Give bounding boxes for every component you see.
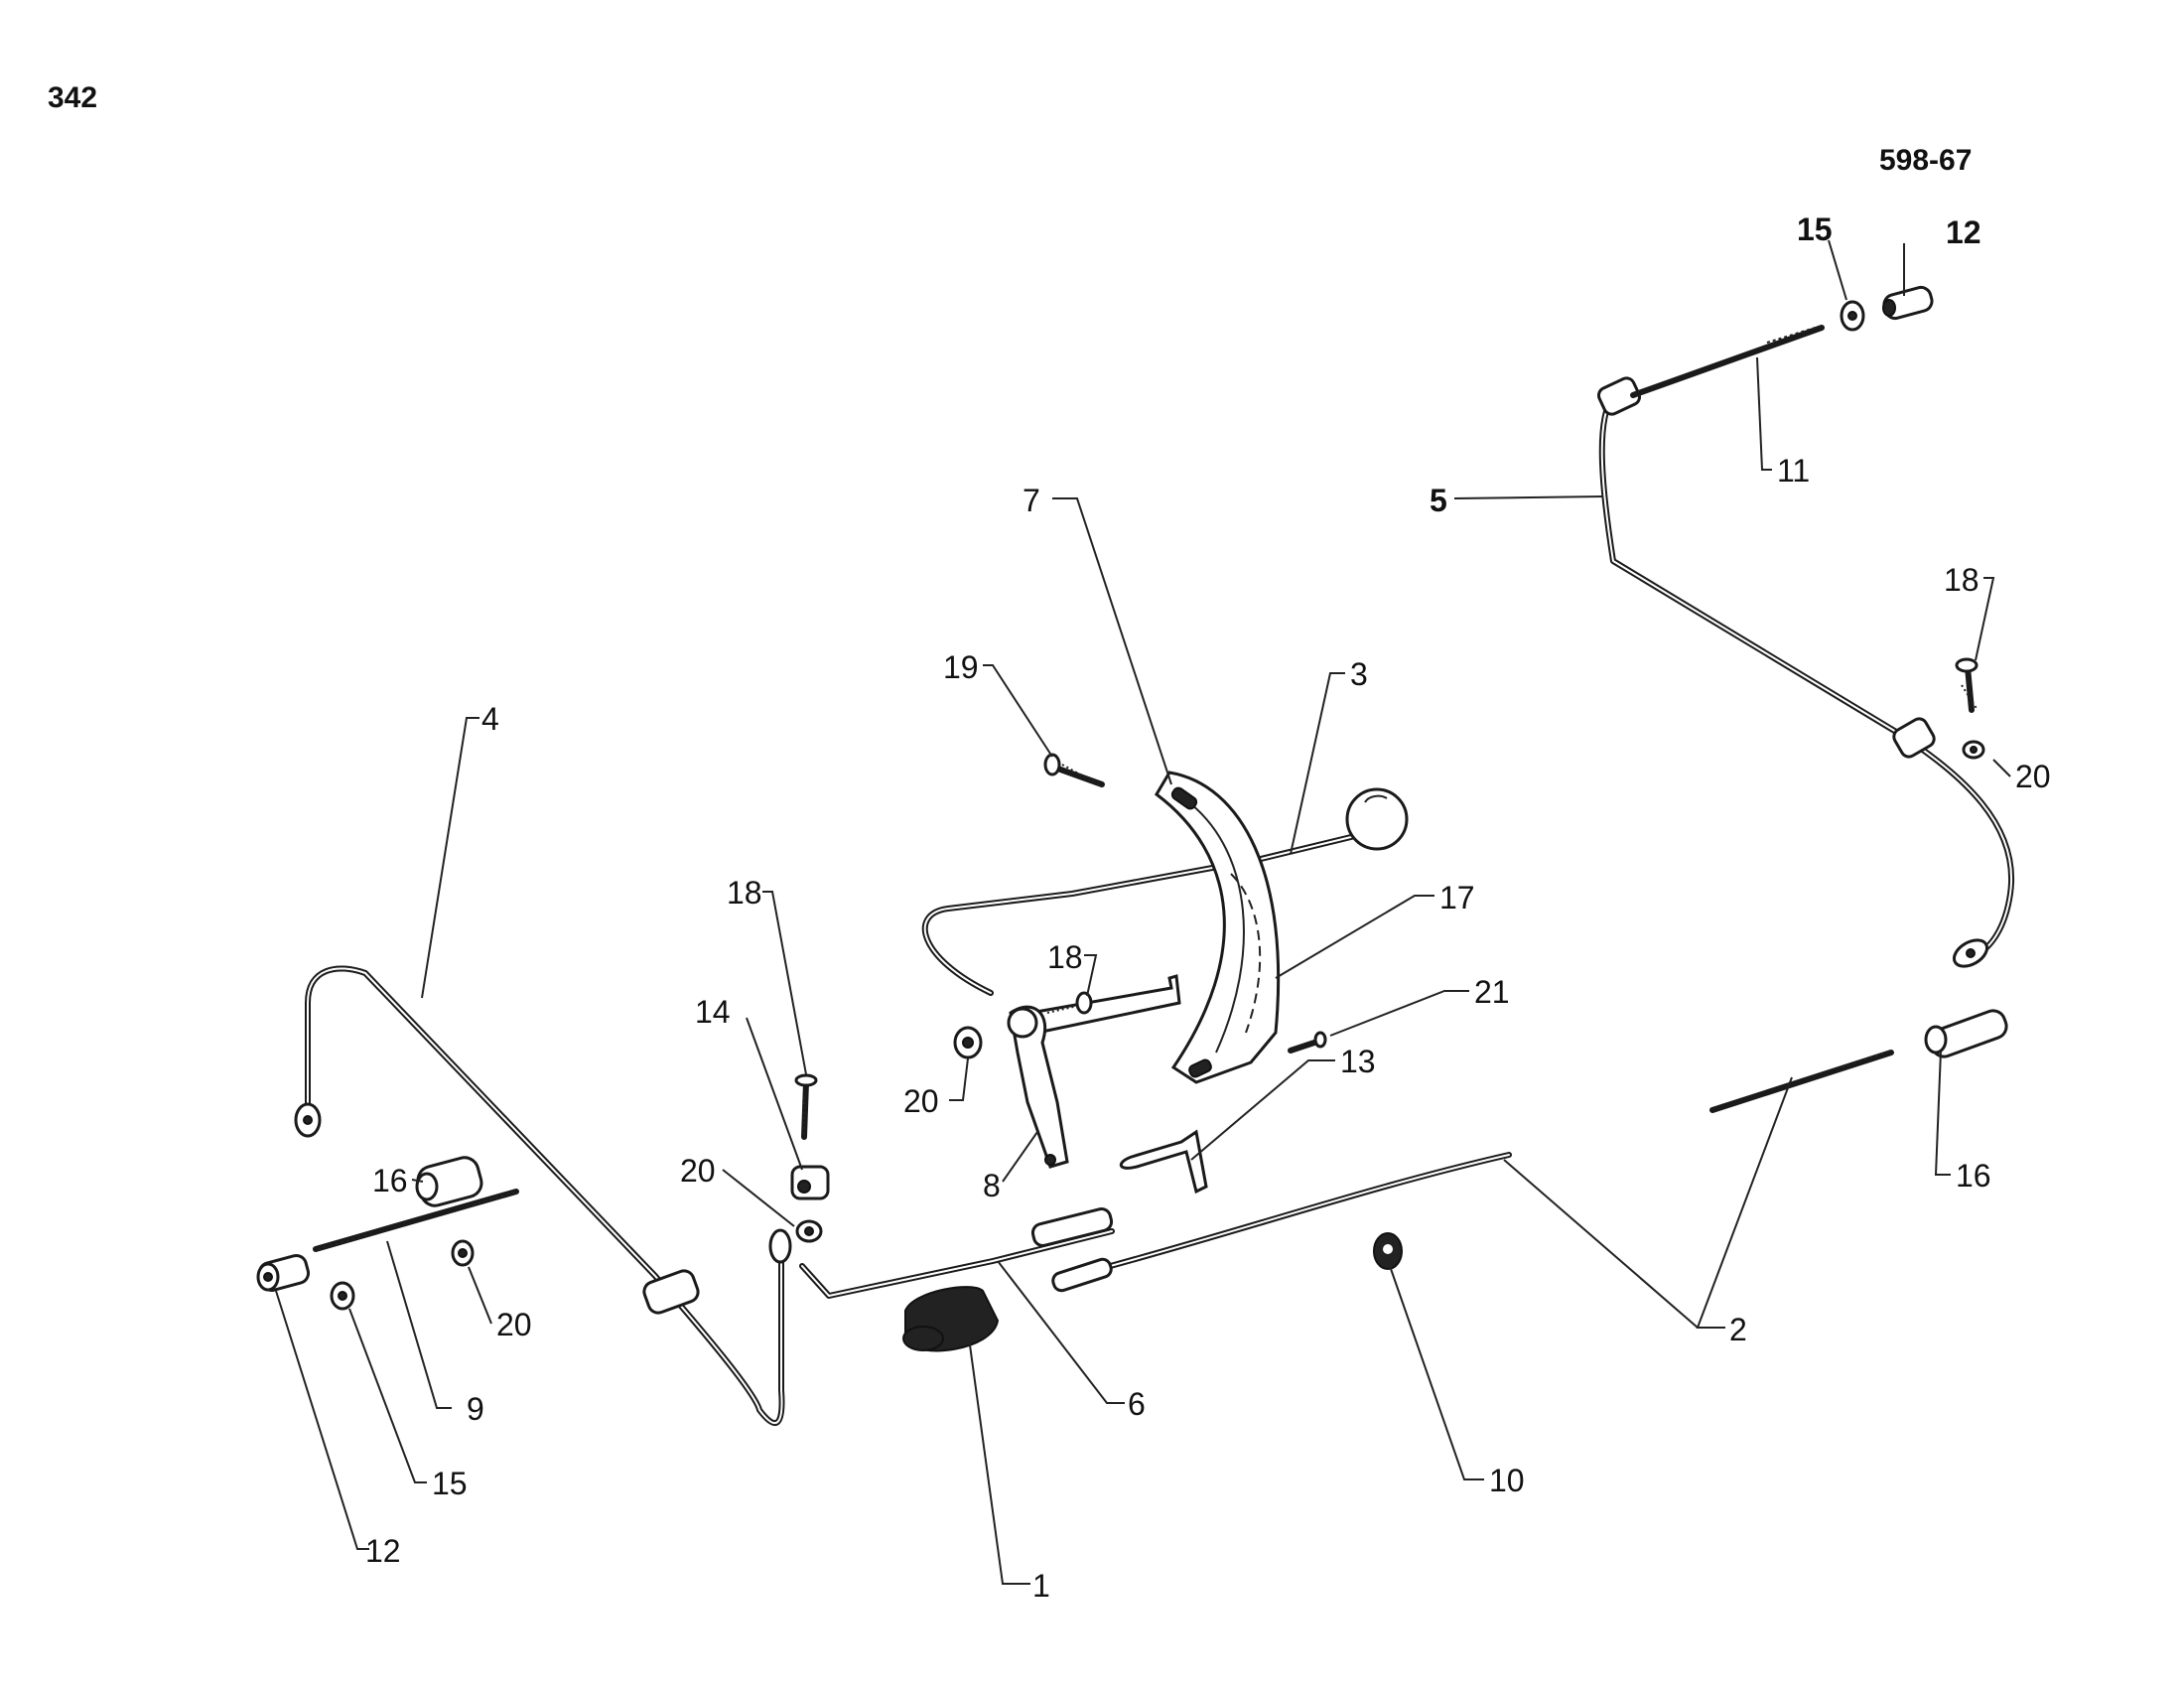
callout-2: 2	[1729, 1312, 1747, 1347]
part-15-nut-left	[330, 1281, 355, 1311]
callout-20-left: 20	[496, 1307, 532, 1342]
callout-10: 10	[1489, 1463, 1525, 1498]
part-18-screw-middle	[1046, 991, 1093, 1015]
part-5-rod	[1596, 376, 2015, 968]
callout-6: 6	[1128, 1386, 1146, 1422]
part-20-washer-right	[1962, 740, 1985, 760]
page-number: 342	[48, 81, 98, 114]
part-19-screw	[1043, 753, 1105, 787]
part-21-screw	[1288, 1031, 1327, 1054]
part-15-nut-top	[1840, 300, 1865, 332]
part-20-washer-left-middle	[795, 1219, 823, 1243]
part-11-threaded-rod	[1630, 325, 1825, 398]
callout-17: 17	[1439, 880, 1475, 915]
callout-15-top: 15	[1797, 211, 1833, 247]
leader-lines	[275, 239, 2011, 1585]
part-2-rods	[1051, 1050, 1894, 1293]
callout-3: 3	[1350, 656, 1368, 692]
part-9-threaded-rod	[313, 1189, 519, 1252]
callout-18-right: 18	[1944, 562, 1979, 598]
part-20-nut-middle	[953, 1026, 983, 1059]
callout-labels: 1 2 3 4 5 6 7 8 9 10 11 12 12 13 14 15 1…	[365, 211, 2051, 1604]
part-1-rubber-boot	[902, 1286, 1000, 1352]
callout-8: 8	[983, 1168, 1001, 1203]
part-8-selector-lever	[1007, 974, 1181, 1169]
callout-16-right: 16	[1956, 1158, 1991, 1194]
part-18-screw-right	[1955, 657, 1979, 713]
callout-20-right: 20	[2015, 759, 2051, 794]
part-6-rod	[799, 1207, 1115, 1299]
part-3-gear-lever	[921, 787, 1409, 996]
callout-16-left: 16	[372, 1163, 408, 1198]
callout-20-left-middle: 20	[680, 1153, 716, 1189]
callout-19: 19	[943, 649, 979, 685]
part-17-gate-guide	[1230, 873, 1262, 1034]
part-18-screw-left	[794, 1073, 818, 1140]
part-13-bracket	[1119, 1129, 1208, 1195]
part-14-clamp	[790, 1165, 830, 1200]
part-20-washer-left	[451, 1239, 475, 1267]
callout-18-left: 18	[727, 875, 762, 911]
part-12-clevis-left	[256, 1254, 311, 1292]
callout-1: 1	[1032, 1568, 1050, 1604]
callout-9: 9	[467, 1391, 484, 1427]
figure-code: 598-67	[1879, 144, 1973, 177]
callout-12-left: 12	[365, 1533, 401, 1569]
callout-4: 4	[481, 701, 499, 737]
part-16-clevis-right	[1924, 1009, 2008, 1058]
part-16-clevis-left	[415, 1156, 483, 1207]
callout-21: 21	[1474, 974, 1510, 1010]
callout-7: 7	[1023, 483, 1040, 518]
part-10-nut	[1373, 1232, 1403, 1270]
callout-20-middle: 20	[903, 1083, 939, 1119]
callout-14: 14	[695, 994, 731, 1030]
callout-12-top: 12	[1946, 214, 1981, 250]
part-4-rod	[294, 965, 792, 1427]
callout-18-middle: 18	[1047, 939, 1083, 975]
callout-15-left: 15	[432, 1466, 468, 1501]
part-12-clevis-top	[1882, 285, 1934, 321]
callout-13: 13	[1340, 1044, 1376, 1079]
callout-5: 5	[1430, 483, 1447, 518]
callout-11: 11	[1777, 453, 1810, 489]
part-7-gate-plate	[1155, 771, 1281, 1084]
